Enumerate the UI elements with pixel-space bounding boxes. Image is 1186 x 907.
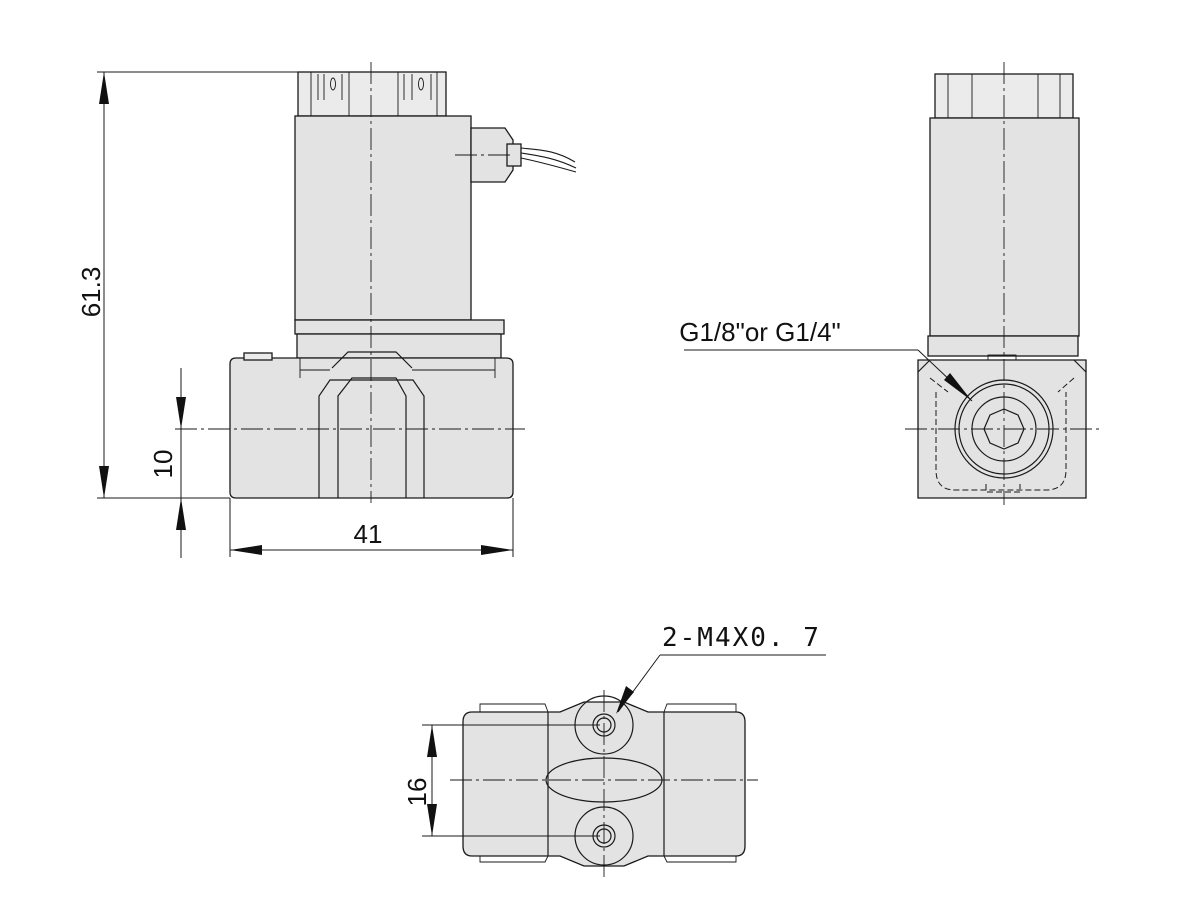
width-dimension: 41 xyxy=(229,498,514,557)
coil-housing xyxy=(294,115,472,321)
valve-body xyxy=(229,351,514,499)
hole-spacing-label: 16 xyxy=(402,778,432,807)
thread-callout-label: 2-M4X0. 7 xyxy=(662,623,821,653)
port-thread-label: G1/8"or G1/4" xyxy=(679,317,841,347)
hole-spacing-dimension: 16 xyxy=(402,724,600,837)
coil-cap xyxy=(297,71,447,117)
coil-base-plate xyxy=(294,319,505,335)
port-center-dimension: 10 xyxy=(148,368,186,558)
bottom-view: 16 2-M4X0. 7 xyxy=(402,623,826,878)
front-view: 61.3 10 41 xyxy=(76,62,577,558)
port-center-dimension-label: 10 xyxy=(148,450,178,479)
height-dimension-label: 61.3 xyxy=(76,267,106,318)
height-dimension: 61.3 xyxy=(76,71,298,499)
port-thread-callout: G1/8"or G1/4" xyxy=(679,317,973,402)
side-view: G1/8"or G1/4" xyxy=(679,62,1100,505)
width-dimension-label: 41 xyxy=(354,519,383,549)
side-coil-housing xyxy=(929,117,1080,337)
cable-connector xyxy=(455,127,577,183)
side-valve-body xyxy=(917,354,1087,499)
thread-callout: 2-M4X0. 7 xyxy=(616,623,826,714)
